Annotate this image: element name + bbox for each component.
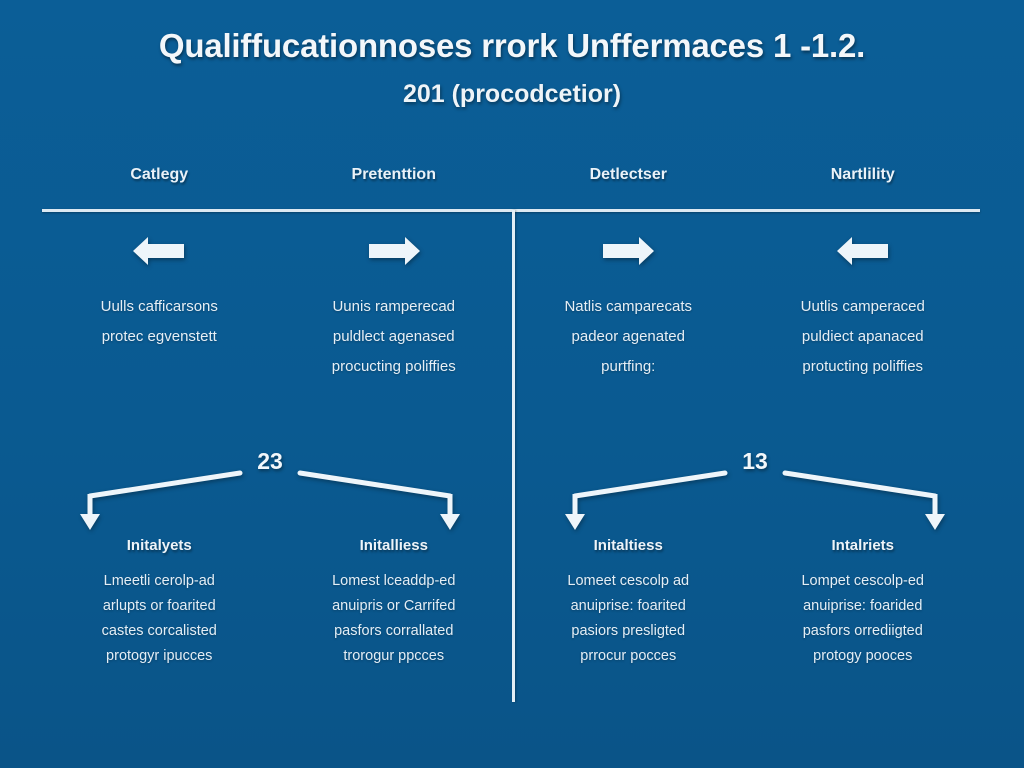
subdescription-cell-intalriets: Lompet cescolp-ed anuiprise: foarided pa…: [746, 572, 981, 671]
description-line: padeor agenated: [571, 327, 685, 345]
description-cell-nartlility: Uutlis camperaced puldiect apanaced prot…: [746, 298, 981, 387]
subdescription-line: arlupts or foarited: [102, 597, 216, 614]
description-line: puldiect apanaced: [801, 327, 924, 345]
description-line: Uulls cafficarsons: [100, 298, 218, 315]
description-line: purtfing:: [601, 357, 656, 375]
column-header-catlegy: Catlegy: [130, 166, 189, 183]
subheading-row: Initalyets Initalliess Initaltiess Intal…: [42, 537, 980, 554]
subdescription-line: anuipris or Carrifed: [332, 597, 456, 614]
subdescription-line: pasiors presligted: [571, 622, 686, 639]
subdescription-cell-initaltiess: Lomeet cescolp ad anuiprise: foarited pa…: [511, 572, 746, 671]
description-cell-pretenttion: Uunis ramperecad puldlect agenased procu…: [277, 298, 512, 387]
arrow-row: [42, 228, 980, 274]
arrow-left-icon: [746, 228, 981, 274]
subdescription-line: Lmeetli cerolp-ad: [103, 573, 215, 589]
column-header-row: Catlegy Pretenttion Detlectser Nartlilit…: [42, 166, 980, 184]
subdescription-line: castes corcalisted: [101, 622, 217, 639]
description-line: Natlis camparecats: [564, 298, 693, 315]
description-cell-detlectser: Natlis camparecats padeor agenated purtf…: [511, 298, 746, 387]
header-divider-horizontal: [42, 209, 980, 212]
description-row: Uulls cafficarsons protec egvenstett Uun…: [42, 298, 980, 387]
subdescription-line: protogyr ipucces: [106, 647, 213, 664]
description-line: puldlect agenased: [332, 327, 455, 345]
description-cell-catlegy: Uulls cafficarsons protec egvenstett: [42, 298, 277, 387]
subdescription-cell-initalyets: Lmeetli cerolp-ad arlupts or foarited ca…: [42, 572, 277, 671]
subheading-initaltiess: Initaltiess: [593, 537, 663, 554]
page-subtitle: 201 (procodcetior): [402, 80, 622, 109]
arrow-left-icon: [42, 228, 277, 274]
subdescription-line: anuiprise: foarited: [570, 597, 686, 614]
arrow-right-icon: [277, 228, 512, 274]
column-header-detlectser: Detlectser: [589, 166, 667, 183]
branch-connector-right: 13: [520, 448, 990, 534]
branch-label-left: 23: [257, 448, 283, 474]
subdescription-row: Lmeetli cerolp-ad arlupts or foarited ca…: [42, 572, 980, 671]
column-header-pretenttion: Pretenttion: [351, 166, 436, 183]
subheading-initalyets: Initalyets: [126, 537, 192, 554]
subdescription-line: Lomest lceaddp-ed: [332, 573, 456, 589]
title-block: Qualiffucationnoses rrork Unffermaces 1 …: [0, 27, 1024, 109]
subdescription-line: anuiprise: foarided: [803, 597, 923, 614]
subheading-intalriets: Intalriets: [831, 537, 895, 554]
subdescription-cell-initalliess: Lomest lceaddp-ed anuipris or Carrifed p…: [277, 572, 512, 671]
description-line: Uunis ramperecad: [332, 298, 456, 315]
column-header-nartlility: Nartlility: [830, 166, 895, 183]
subdescription-line: Lompet cescolp-ed: [801, 573, 924, 589]
branch-label-right: 13: [742, 448, 768, 474]
arrow-right-icon: [511, 228, 746, 274]
subdescription-line: pasfors corrallated: [334, 622, 454, 639]
description-line: protucting poliffies: [802, 357, 924, 375]
branch-connector-left: 23: [35, 448, 505, 534]
description-line: protec egvenstett: [101, 327, 217, 345]
subdescription-line: prrocur pocces: [580, 647, 677, 664]
center-divider-vertical: [512, 210, 515, 702]
subdescription-line: Lomeet cescolp ad: [567, 573, 690, 589]
subdescription-line: trorogur ppcces: [343, 647, 445, 664]
page-title: Qualiffucationnoses rrork Unffermaces 1 …: [158, 27, 866, 64]
subdescription-line: protogy pooces: [813, 647, 913, 664]
subdescription-line: pasfors orrediigted: [802, 622, 923, 639]
description-line: Uutlis camperaced: [800, 298, 925, 315]
subheading-initalliess: Initalliess: [359, 537, 428, 554]
description-line: procucting poliffies: [331, 357, 456, 375]
